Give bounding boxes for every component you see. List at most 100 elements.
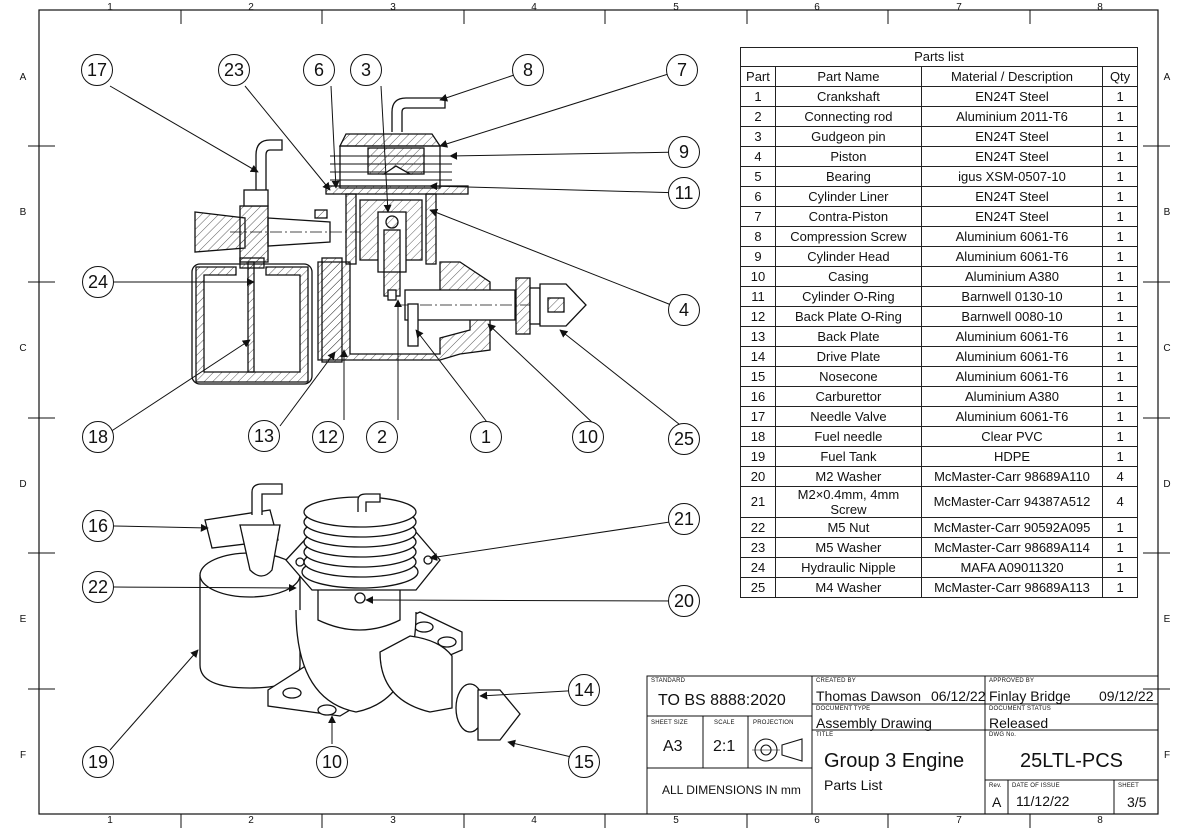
balloon-7: 7 bbox=[666, 54, 698, 86]
zone-column-label: 4 bbox=[531, 815, 537, 826]
material-cell: igus XSM-0507-10 bbox=[920, 166, 1104, 187]
qty-cell: 1 bbox=[1102, 326, 1138, 347]
balloon-22: 22 bbox=[82, 571, 114, 603]
qty-cell: 1 bbox=[1102, 166, 1138, 187]
issue-date-label: DATE OF ISSUE bbox=[1012, 783, 1060, 789]
zone-column-label: 2 bbox=[248, 815, 254, 826]
balloon-8: 8 bbox=[512, 54, 544, 86]
part-name-cell: Casing bbox=[774, 266, 922, 287]
zone-row-label: D bbox=[1163, 479, 1171, 490]
sheet-size-value: A3 bbox=[663, 738, 683, 755]
balloon-18: 18 bbox=[82, 421, 114, 453]
material-cell: McMaster-Carr 90592A095 bbox=[920, 517, 1104, 538]
created-by-value: Thomas Dawson bbox=[816, 688, 922, 704]
sheet-value: 3/5 bbox=[1127, 794, 1147, 810]
qty-cell: 1 bbox=[1102, 146, 1138, 167]
qty-cell: 1 bbox=[1102, 126, 1138, 147]
zone-column-label: 8 bbox=[1097, 815, 1103, 826]
material-cell: Aluminium 2011-T6 bbox=[920, 106, 1104, 127]
qty-cell: 1 bbox=[1102, 557, 1138, 578]
approved-by-label: APPROVED BY bbox=[989, 678, 1035, 684]
drawing-subtitle: Parts List bbox=[824, 777, 883, 793]
zone-row-label: A bbox=[19, 72, 27, 83]
zone-column-label: 7 bbox=[956, 815, 962, 826]
balloon-2: 2 bbox=[366, 421, 398, 453]
material-cell: Aluminium 6061-T6 bbox=[920, 346, 1104, 367]
title-block-grid bbox=[646, 675, 1159, 815]
material-cell: McMaster-Carr 94387A512 bbox=[920, 486, 1104, 518]
balloon-23: 23 bbox=[218, 54, 250, 86]
balloon-25: 25 bbox=[668, 423, 700, 455]
part-number-cell: 20 bbox=[740, 466, 776, 487]
qty-cell: 1 bbox=[1102, 446, 1138, 467]
balloon-1: 1 bbox=[470, 421, 502, 453]
part-number-cell: 24 bbox=[740, 557, 776, 578]
qty-cell: 4 bbox=[1102, 466, 1138, 487]
balloon-16: 16 bbox=[82, 510, 114, 542]
part-name-cell: Cylinder O-Ring bbox=[774, 286, 922, 307]
part-number-cell: 3 bbox=[740, 126, 776, 147]
zone-column-label: 2 bbox=[248, 2, 254, 13]
material-cell: EN24T Steel bbox=[920, 126, 1104, 147]
balloon-13: 13 bbox=[248, 420, 280, 452]
part-number-cell: 25 bbox=[740, 577, 776, 598]
dwg-no-label: DWG No. bbox=[989, 732, 1017, 738]
part-name-cell: Fuel needle bbox=[774, 426, 922, 447]
part-name-cell: Nosecone bbox=[774, 366, 922, 387]
qty-cell: 1 bbox=[1102, 86, 1138, 107]
section-view bbox=[191, 97, 587, 385]
part-number-cell: 18 bbox=[740, 426, 776, 447]
part-name-cell: Contra-Piston bbox=[774, 206, 922, 227]
zone-column-label: 1 bbox=[107, 2, 113, 13]
part-name-cell: Crankshaft bbox=[774, 86, 922, 107]
dwg-no-value: 25LTL-PCS bbox=[1020, 750, 1124, 772]
balloon-12: 12 bbox=[312, 421, 344, 453]
zone-column-label: 7 bbox=[956, 2, 962, 13]
material-cell: EN24T Steel bbox=[920, 86, 1104, 107]
part-number-cell: 23 bbox=[740, 537, 776, 558]
leader-lines bbox=[109, 69, 685, 761]
part-name-cell: Cylinder Liner bbox=[774, 186, 922, 207]
qty-cell: 1 bbox=[1102, 406, 1138, 427]
material-cell: EN24T Steel bbox=[920, 146, 1104, 167]
balloon-3: 3 bbox=[350, 54, 382, 86]
zone-ticks bbox=[28, 10, 1170, 828]
title-label: TITLE bbox=[816, 732, 834, 738]
projection-label: PROJECTION bbox=[753, 720, 794, 726]
part-name-cell: Hydraulic Nipple bbox=[774, 557, 922, 578]
standard-label: STANDARD bbox=[651, 678, 686, 684]
balloon-4: 4 bbox=[668, 294, 700, 326]
qty-cell: 1 bbox=[1102, 206, 1138, 227]
qty-cell: 1 bbox=[1102, 186, 1138, 207]
part-number-cell: 4 bbox=[740, 146, 776, 167]
col-header-part-name: Part Name bbox=[774, 66, 922, 87]
approved-by-value: Finlay Bridge bbox=[989, 688, 1071, 704]
part-name-cell: Drive Plate bbox=[774, 346, 922, 367]
doc-type-label: DOCUMENT TYPE bbox=[816, 706, 871, 712]
standard-value: TO BS 8888:2020 bbox=[658, 692, 786, 709]
material-cell: Clear PVC bbox=[920, 426, 1104, 447]
material-cell: Aluminium 6061-T6 bbox=[920, 246, 1104, 267]
qty-cell: 1 bbox=[1102, 266, 1138, 287]
part-number-cell: 2 bbox=[740, 106, 776, 127]
zone-row-label: F bbox=[1163, 750, 1171, 761]
part-number-cell: 21 bbox=[740, 486, 776, 518]
part-number-cell: 19 bbox=[740, 446, 776, 467]
zone-column-label: 4 bbox=[531, 2, 537, 13]
zone-column-label: 6 bbox=[814, 815, 820, 826]
doc-status-value: Released bbox=[989, 715, 1049, 731]
qty-cell: 1 bbox=[1102, 517, 1138, 538]
